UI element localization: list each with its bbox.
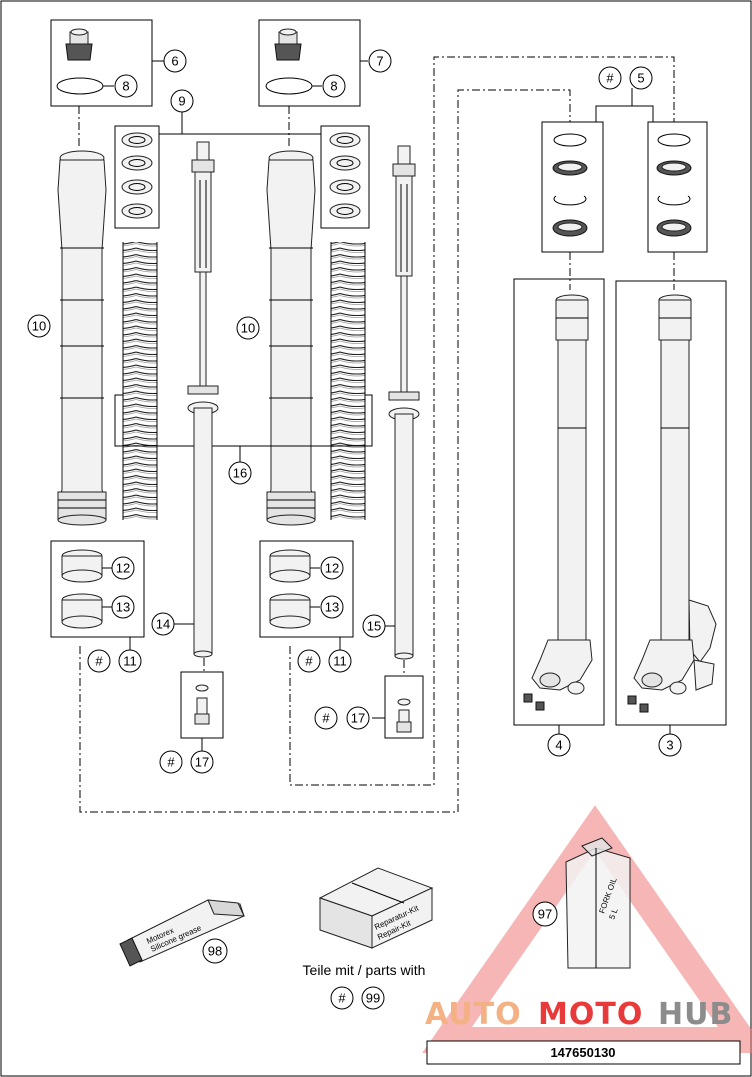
svg-text:15: 15 bbox=[367, 619, 381, 634]
callout-11-hash-left: # bbox=[87, 649, 111, 673]
callout-99: 99 bbox=[361, 986, 385, 1010]
repair-kit-box: Reparatur-Kit Repair-Kit bbox=[318, 867, 434, 949]
fork-cap-right bbox=[258, 19, 368, 107]
callout-5-hash: # bbox=[598, 66, 622, 90]
callout-97: 97 bbox=[532, 901, 558, 927]
svg-text:10: 10 bbox=[32, 319, 46, 334]
svg-text:97: 97 bbox=[538, 907, 552, 922]
bolt-set-left bbox=[180, 671, 224, 739]
svg-text:7: 7 bbox=[376, 54, 383, 69]
callout-13-left: 13 bbox=[111, 595, 135, 619]
svg-text:13: 13 bbox=[325, 600, 339, 615]
callout-12-left: 12 bbox=[111, 556, 135, 580]
callout-5: 5 bbox=[629, 66, 653, 90]
svg-text:98: 98 bbox=[208, 944, 222, 959]
svg-text:11: 11 bbox=[123, 654, 137, 669]
callout-11-hash-right: # bbox=[297, 649, 321, 673]
svg-text:5: 5 bbox=[637, 71, 644, 86]
damper-cartridge-right bbox=[388, 145, 420, 660]
callout-3: 3 bbox=[658, 733, 682, 757]
damper-cartridge-left bbox=[187, 141, 219, 658]
svg-text:12: 12 bbox=[116, 561, 130, 576]
svg-text:11: 11 bbox=[333, 654, 347, 669]
svg-text:6: 6 bbox=[171, 54, 178, 69]
seal-kit-right bbox=[647, 121, 708, 253]
watermark-word-moto: MOTO bbox=[538, 997, 643, 1032]
callout-7: 7 bbox=[368, 49, 392, 73]
svg-text:16: 16 bbox=[233, 466, 247, 481]
svg-text:17: 17 bbox=[195, 755, 209, 770]
svg-text:10: 10 bbox=[241, 321, 255, 336]
watermark-word-hub: HUB bbox=[658, 997, 733, 1032]
part-code-box bbox=[426, 1040, 741, 1065]
seal-kit-bracket bbox=[595, 88, 654, 122]
part-code: 147650130 bbox=[550, 1045, 615, 1060]
svg-text:3: 3 bbox=[666, 738, 673, 753]
watermark-triangle bbox=[422, 805, 752, 1053]
spacer-washers bbox=[114, 112, 370, 229]
svg-text:17: 17 bbox=[351, 711, 365, 726]
fork-oil-can: FORK OIL 5 L bbox=[565, 837, 631, 969]
parts-with-caption: Teile mit / parts with bbox=[303, 962, 426, 978]
svg-text:#: # bbox=[95, 654, 103, 669]
callout-14: 14 bbox=[151, 612, 175, 636]
callout-4: 4 bbox=[547, 733, 571, 757]
callout-15: 15 bbox=[362, 614, 386, 638]
svg-text:14: 14 bbox=[156, 617, 170, 632]
callout-13-right: 13 bbox=[320, 595, 344, 619]
callout-17-hash-left: # bbox=[159, 750, 183, 774]
callout-16: 16 bbox=[228, 461, 252, 485]
spring-bracket bbox=[114, 394, 373, 462]
assembly-lines bbox=[78, 56, 675, 813]
callout-11-right: 11 bbox=[328, 649, 352, 673]
callout-17-right: 17 bbox=[346, 706, 370, 730]
bushing-set-left bbox=[50, 540, 145, 650]
watermark-word-auto: AUTO bbox=[425, 997, 522, 1032]
callout-12-right: 12 bbox=[320, 556, 344, 580]
seal-kit-left bbox=[541, 121, 604, 253]
callout-98: 98 bbox=[202, 938, 228, 964]
outer-tube-right bbox=[266, 150, 316, 526]
callout-10-right: 10 bbox=[236, 316, 260, 340]
callout-8-right: 8 bbox=[322, 74, 346, 98]
bolt-set-right bbox=[372, 675, 424, 739]
callout-99-hash: # bbox=[330, 986, 354, 1010]
fork-spring-left bbox=[122, 242, 158, 520]
outer-tube-left bbox=[57, 150, 107, 526]
svg-text:8: 8 bbox=[122, 79, 129, 94]
callout-9: 9 bbox=[170, 89, 194, 113]
bushing-set-right bbox=[259, 540, 354, 650]
svg-text:#: # bbox=[338, 991, 346, 1006]
callout-17-left: 17 bbox=[190, 750, 214, 774]
callout-10-left: 10 bbox=[27, 314, 51, 338]
callout-11-left: 11 bbox=[118, 649, 142, 673]
svg-text:9: 9 bbox=[178, 94, 185, 109]
svg-text:8: 8 bbox=[330, 79, 337, 94]
callout-17-hash-right: # bbox=[314, 706, 338, 730]
svg-text:#: # bbox=[322, 711, 330, 726]
svg-text:4: 4 bbox=[555, 738, 562, 753]
callout-6: 6 bbox=[163, 49, 187, 73]
oil-can-label-2: 5 L bbox=[607, 907, 619, 921]
svg-text:#: # bbox=[167, 755, 175, 770]
fork-spring-right bbox=[330, 242, 366, 520]
watermark-logo: AUTO MOTO HUB bbox=[425, 997, 733, 1032]
svg-text:13: 13 bbox=[116, 600, 130, 615]
inner-tube-left bbox=[513, 278, 605, 726]
svg-text:12: 12 bbox=[325, 561, 339, 576]
svg-text:#: # bbox=[606, 71, 614, 86]
svg-text:99: 99 bbox=[366, 991, 380, 1006]
svg-text:#: # bbox=[305, 654, 313, 669]
inner-tube-right bbox=[615, 280, 727, 726]
fork-cap-left bbox=[50, 19, 164, 107]
callout-8-left: 8 bbox=[114, 74, 138, 98]
